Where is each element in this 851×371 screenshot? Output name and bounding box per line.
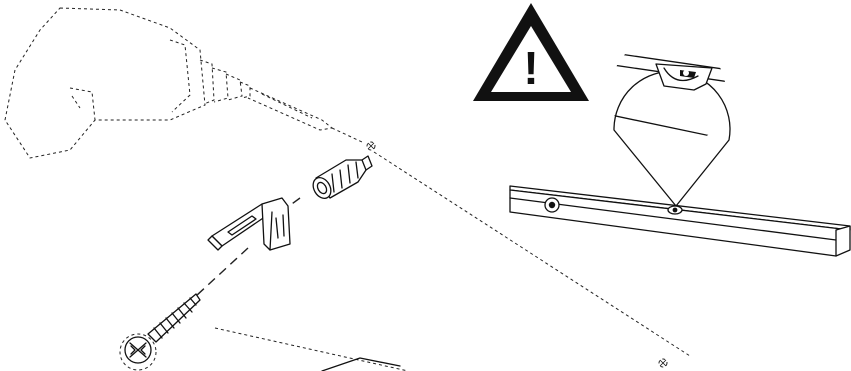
drill-icon (5, 8, 362, 158)
partial-shelf-icon (322, 358, 400, 371)
alignment-line (374, 152, 690, 356)
bracket-icon (208, 198, 290, 250)
warning-symbol: ! (523, 42, 538, 94)
wall-plug-icon (310, 156, 372, 202)
wall-edge-line (215, 328, 408, 371)
screw-icon (120, 294, 200, 370)
hole-mark-lower-icon (659, 359, 667, 367)
warning-triangle-icon: ! (473, 3, 589, 101)
bubble-magnifier-icon (606, 52, 730, 206)
hole-mark-icon (367, 142, 375, 150)
